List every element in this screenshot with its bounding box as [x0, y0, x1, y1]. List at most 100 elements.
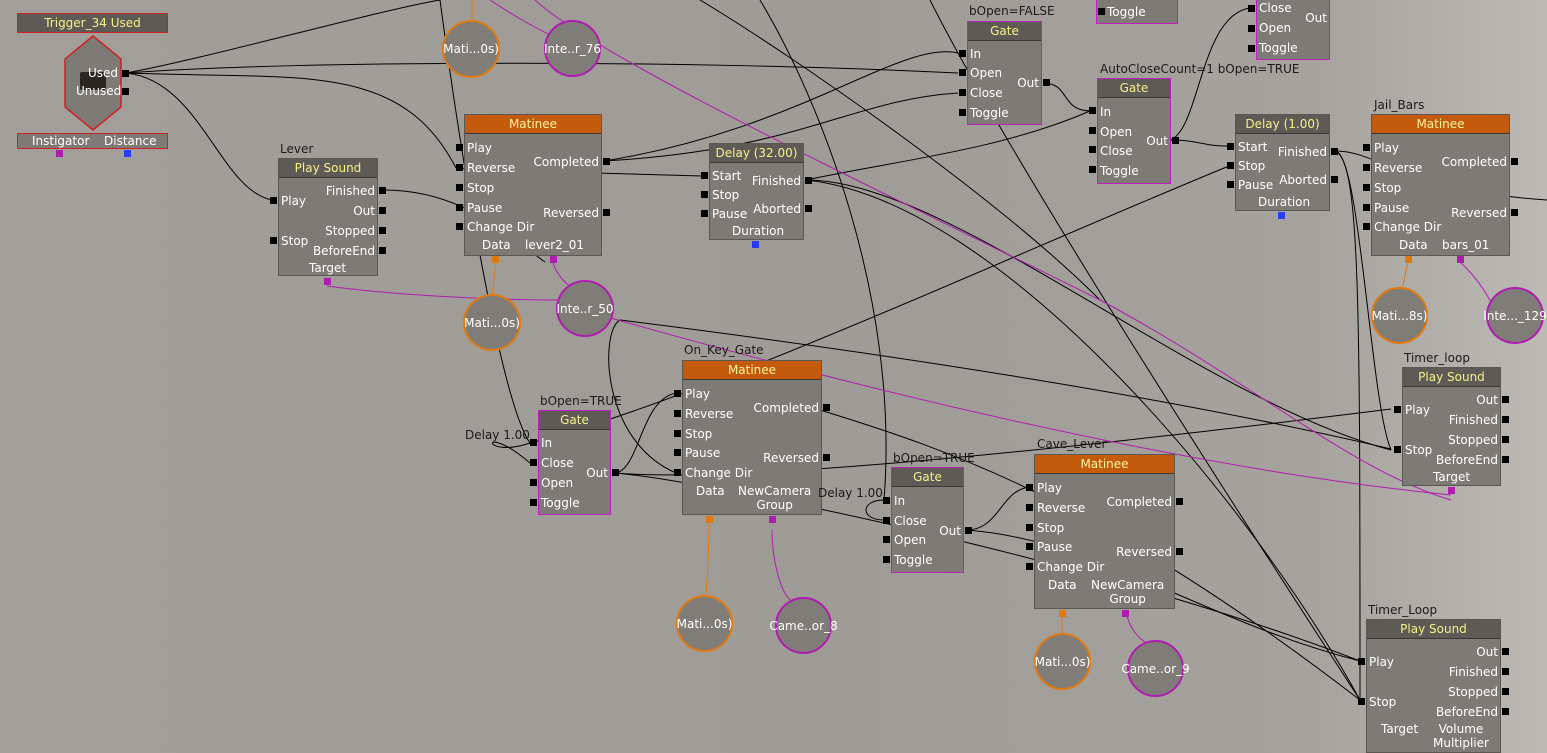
- gate-mid-node[interactable]: Gate In Close Open Toggle Out: [891, 467, 964, 573]
- delay32-start-pin[interactable]: [701, 172, 708, 179]
- matinee-jail-completed-pin[interactable]: [1511, 158, 1518, 165]
- gate-left-close-pin[interactable]: [530, 459, 537, 466]
- delay1-aborted-pin[interactable]: [1331, 176, 1338, 183]
- matinee-cave-stop-pin[interactable]: [1026, 524, 1033, 531]
- matinee-key-completed-pin[interactable]: [823, 404, 830, 411]
- var-inte-50[interactable]: Inte..r_50: [556, 280, 614, 337]
- matinee-key-node[interactable]: Matinee Play Reverse Stop Pause Change D…: [682, 360, 822, 515]
- delay1-pause-pin[interactable]: [1227, 181, 1234, 188]
- sound-timer1-stopped-pin[interactable]: [1502, 436, 1509, 443]
- matinee-jail-stop-pin[interactable]: [1363, 184, 1370, 191]
- gate-top-out-pin[interactable]: [1043, 79, 1050, 86]
- sound-timer1-target-pin[interactable]: [1448, 487, 1455, 494]
- gate-left-out-pin[interactable]: [612, 469, 619, 476]
- lever-sound-stopped-pin[interactable]: [379, 227, 386, 234]
- sound-timer1-finished-pin[interactable]: [1502, 416, 1509, 423]
- trigger-out-unused-pin[interactable]: [122, 88, 129, 95]
- matinee-lever-pause-pin[interactable]: [456, 204, 463, 211]
- gate-auto-open-pin[interactable]: [1089, 127, 1096, 134]
- sound-timer2-out-pin[interactable]: [1502, 648, 1509, 655]
- matinee-cave-node[interactable]: Matinee Play Reverse Stop Pause Change D…: [1034, 454, 1175, 609]
- gate-auto-in-pin[interactable]: [1089, 107, 1096, 114]
- partial-node-topright[interactable]: Close Open Toggle Out: [1256, 0, 1330, 60]
- sound-timer1-stop-pin[interactable]: [1394, 446, 1401, 453]
- matinee-cave-group-pin[interactable]: [1122, 610, 1129, 617]
- lever-sound-finished-pin[interactable]: [379, 187, 386, 194]
- matinee-cave-reverse-pin[interactable]: [1026, 504, 1033, 511]
- trigger-distance-pin[interactable]: [124, 150, 131, 157]
- var-mati-lever[interactable]: Mati...0s): [463, 294, 521, 351]
- gate-top-in-pin[interactable]: [959, 50, 966, 57]
- sound-timer1-out-pin[interactable]: [1502, 396, 1509, 403]
- delay32-aborted-pin[interactable]: [805, 205, 812, 212]
- gate-mid-open-pin[interactable]: [883, 536, 890, 543]
- matinee-lever-data-pin[interactable]: [492, 256, 499, 263]
- lever-sound-play-pin[interactable]: [270, 197, 277, 204]
- gate-left-open-pin[interactable]: [530, 479, 537, 486]
- sound-timer2-node[interactable]: Play Sound Play Stop Out Finished Stoppe…: [1366, 619, 1501, 753]
- delay-32-node[interactable]: Delay (32.00) Start Stop Pause Finished …: [709, 143, 804, 240]
- trigger-hexagon[interactable]: [62, 35, 124, 131]
- matinee-key-changedir-pin[interactable]: [674, 469, 681, 476]
- matinee-cave-pause-pin[interactable]: [1026, 543, 1033, 550]
- gate-auto-node[interactable]: Gate In Open Close Toggle Out: [1097, 78, 1171, 184]
- matinee-lever-reverse-pin[interactable]: [456, 164, 463, 171]
- delay1-duration-pin[interactable]: [1278, 212, 1285, 219]
- matinee-key-play-pin[interactable]: [674, 390, 681, 397]
- gate-left-toggle-pin[interactable]: [530, 499, 537, 506]
- sound-timer1-play-pin[interactable]: [1394, 406, 1401, 413]
- delay32-stop-pin[interactable]: [701, 191, 708, 198]
- gate-left-node[interactable]: Gate In Close Open Toggle Out: [538, 410, 611, 515]
- gate-top-close-pin[interactable]: [959, 89, 966, 96]
- var-mati-jail[interactable]: Mati...8s): [1371, 287, 1428, 344]
- sound-timer2-finished-pin[interactable]: [1502, 668, 1509, 675]
- matinee-lever-stop-pin[interactable]: [456, 184, 463, 191]
- matinee-cave-completed-pin[interactable]: [1176, 498, 1183, 505]
- sound-timer2-play-pin[interactable]: [1358, 658, 1365, 665]
- partial-topright-toggle-pin[interactable]: [1248, 45, 1255, 52]
- matinee-lever-changedir-pin[interactable]: [456, 223, 463, 230]
- gate-top-node[interactable]: Gate In Open Close Toggle Out: [967, 21, 1042, 125]
- var-mati-cave[interactable]: Mati...0s): [1034, 633, 1091, 690]
- gate-auto-toggle-pin[interactable]: [1089, 166, 1096, 173]
- lever-sound-out-pin[interactable]: [379, 207, 386, 214]
- matinee-cave-data-pin[interactable]: [1059, 610, 1066, 617]
- delay32-duration-pin[interactable]: [752, 241, 759, 248]
- gate-mid-out-pin[interactable]: [965, 527, 972, 534]
- gate-left-in-pin[interactable]: [530, 439, 537, 446]
- delay32-pause-pin[interactable]: [701, 210, 708, 217]
- gate-top-open-pin[interactable]: [959, 69, 966, 76]
- gate-mid-toggle-pin[interactable]: [883, 556, 890, 563]
- sound-timer2-stopped-pin[interactable]: [1502, 688, 1509, 695]
- delay1-stop-pin[interactable]: [1227, 162, 1234, 169]
- matinee-key-data-pin[interactable]: [706, 516, 713, 523]
- matinee-jail-node[interactable]: Matinee Play Reverse Stop Pause Change D…: [1371, 114, 1510, 256]
- var-came-9[interactable]: Came..or_9: [1121, 640, 1190, 697]
- matinee-jail-changedir-pin[interactable]: [1363, 223, 1370, 230]
- matinee-jail-data-pin[interactable]: [1405, 256, 1412, 263]
- partial-topright-close-pin[interactable]: [1248, 5, 1255, 12]
- matinee-jail-reversed-pin[interactable]: [1511, 209, 1518, 216]
- lever-play-sound-node[interactable]: Play Sound Play Stop Finished Out Stoppe…: [278, 158, 378, 276]
- delay1-start-pin[interactable]: [1227, 143, 1234, 150]
- matinee-cave-play-pin[interactable]: [1026, 484, 1033, 491]
- matinee-key-pause-pin[interactable]: [674, 449, 681, 456]
- trigger-used-title[interactable]: Trigger_34 Used: [17, 13, 168, 33]
- matinee-jail-group-pin[interactable]: [1457, 256, 1464, 263]
- lever-sound-target-pin[interactable]: [324, 278, 331, 285]
- matinee-jail-reverse-pin[interactable]: [1363, 164, 1370, 171]
- matinee-key-group-pin[interactable]: [769, 516, 776, 523]
- sound-timer2-beforeend-pin[interactable]: [1502, 708, 1509, 715]
- var-mati-top[interactable]: Mati...0s): [442, 20, 500, 78]
- gate-top-toggle-pin[interactable]: [959, 109, 966, 116]
- matinee-cave-reversed-pin[interactable]: [1176, 548, 1183, 555]
- matinee-jail-play-pin[interactable]: [1363, 144, 1370, 151]
- matinee-lever-reversed-pin[interactable]: [603, 209, 610, 216]
- partial-node-top[interactable]: Toggle: [1096, 0, 1178, 24]
- matinee-lever-group-pin[interactable]: [550, 256, 557, 263]
- var-inte-76[interactable]: Inte..r_76: [544, 20, 601, 77]
- partial-topright-open-pin[interactable]: [1248, 25, 1255, 32]
- matinee-cave-changedir-pin[interactable]: [1026, 563, 1033, 570]
- matinee-key-reversed-pin[interactable]: [823, 454, 830, 461]
- matinee-key-reverse-pin[interactable]: [674, 410, 681, 417]
